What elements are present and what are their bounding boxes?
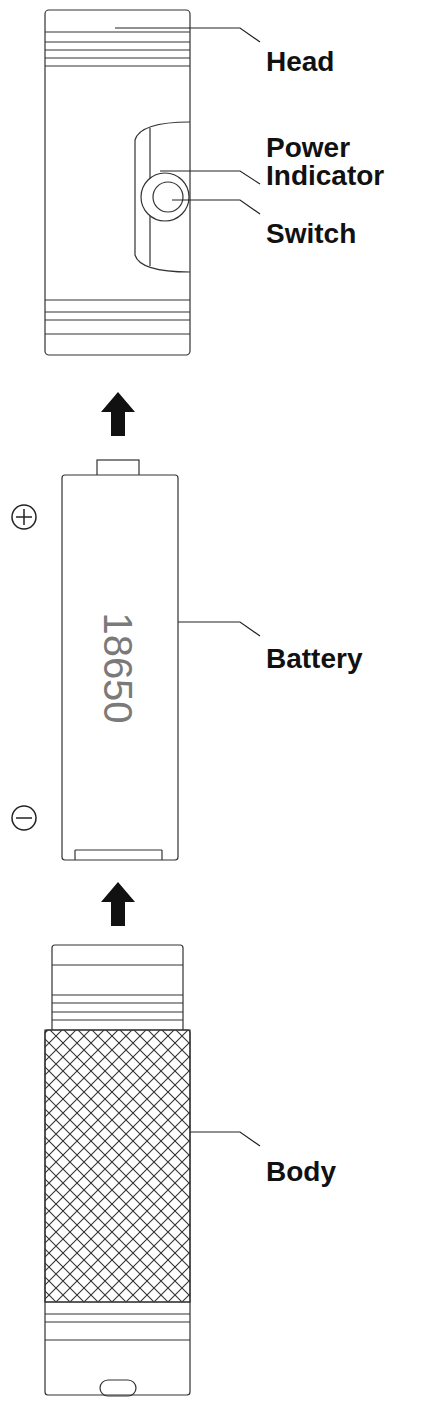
- part-label: Power Indicator: [266, 134, 416, 190]
- part-label: Battery: [266, 645, 416, 673]
- head-part: [45, 10, 190, 355]
- battery-model: 18650: [98, 612, 138, 723]
- part-label: Body: [266, 1158, 416, 1186]
- part-label: Head: [266, 48, 416, 76]
- polarity-symbols: [12, 505, 36, 830]
- body-part: [45, 945, 190, 1396]
- part-label: Switch: [266, 220, 416, 248]
- battery-part: [62, 460, 178, 860]
